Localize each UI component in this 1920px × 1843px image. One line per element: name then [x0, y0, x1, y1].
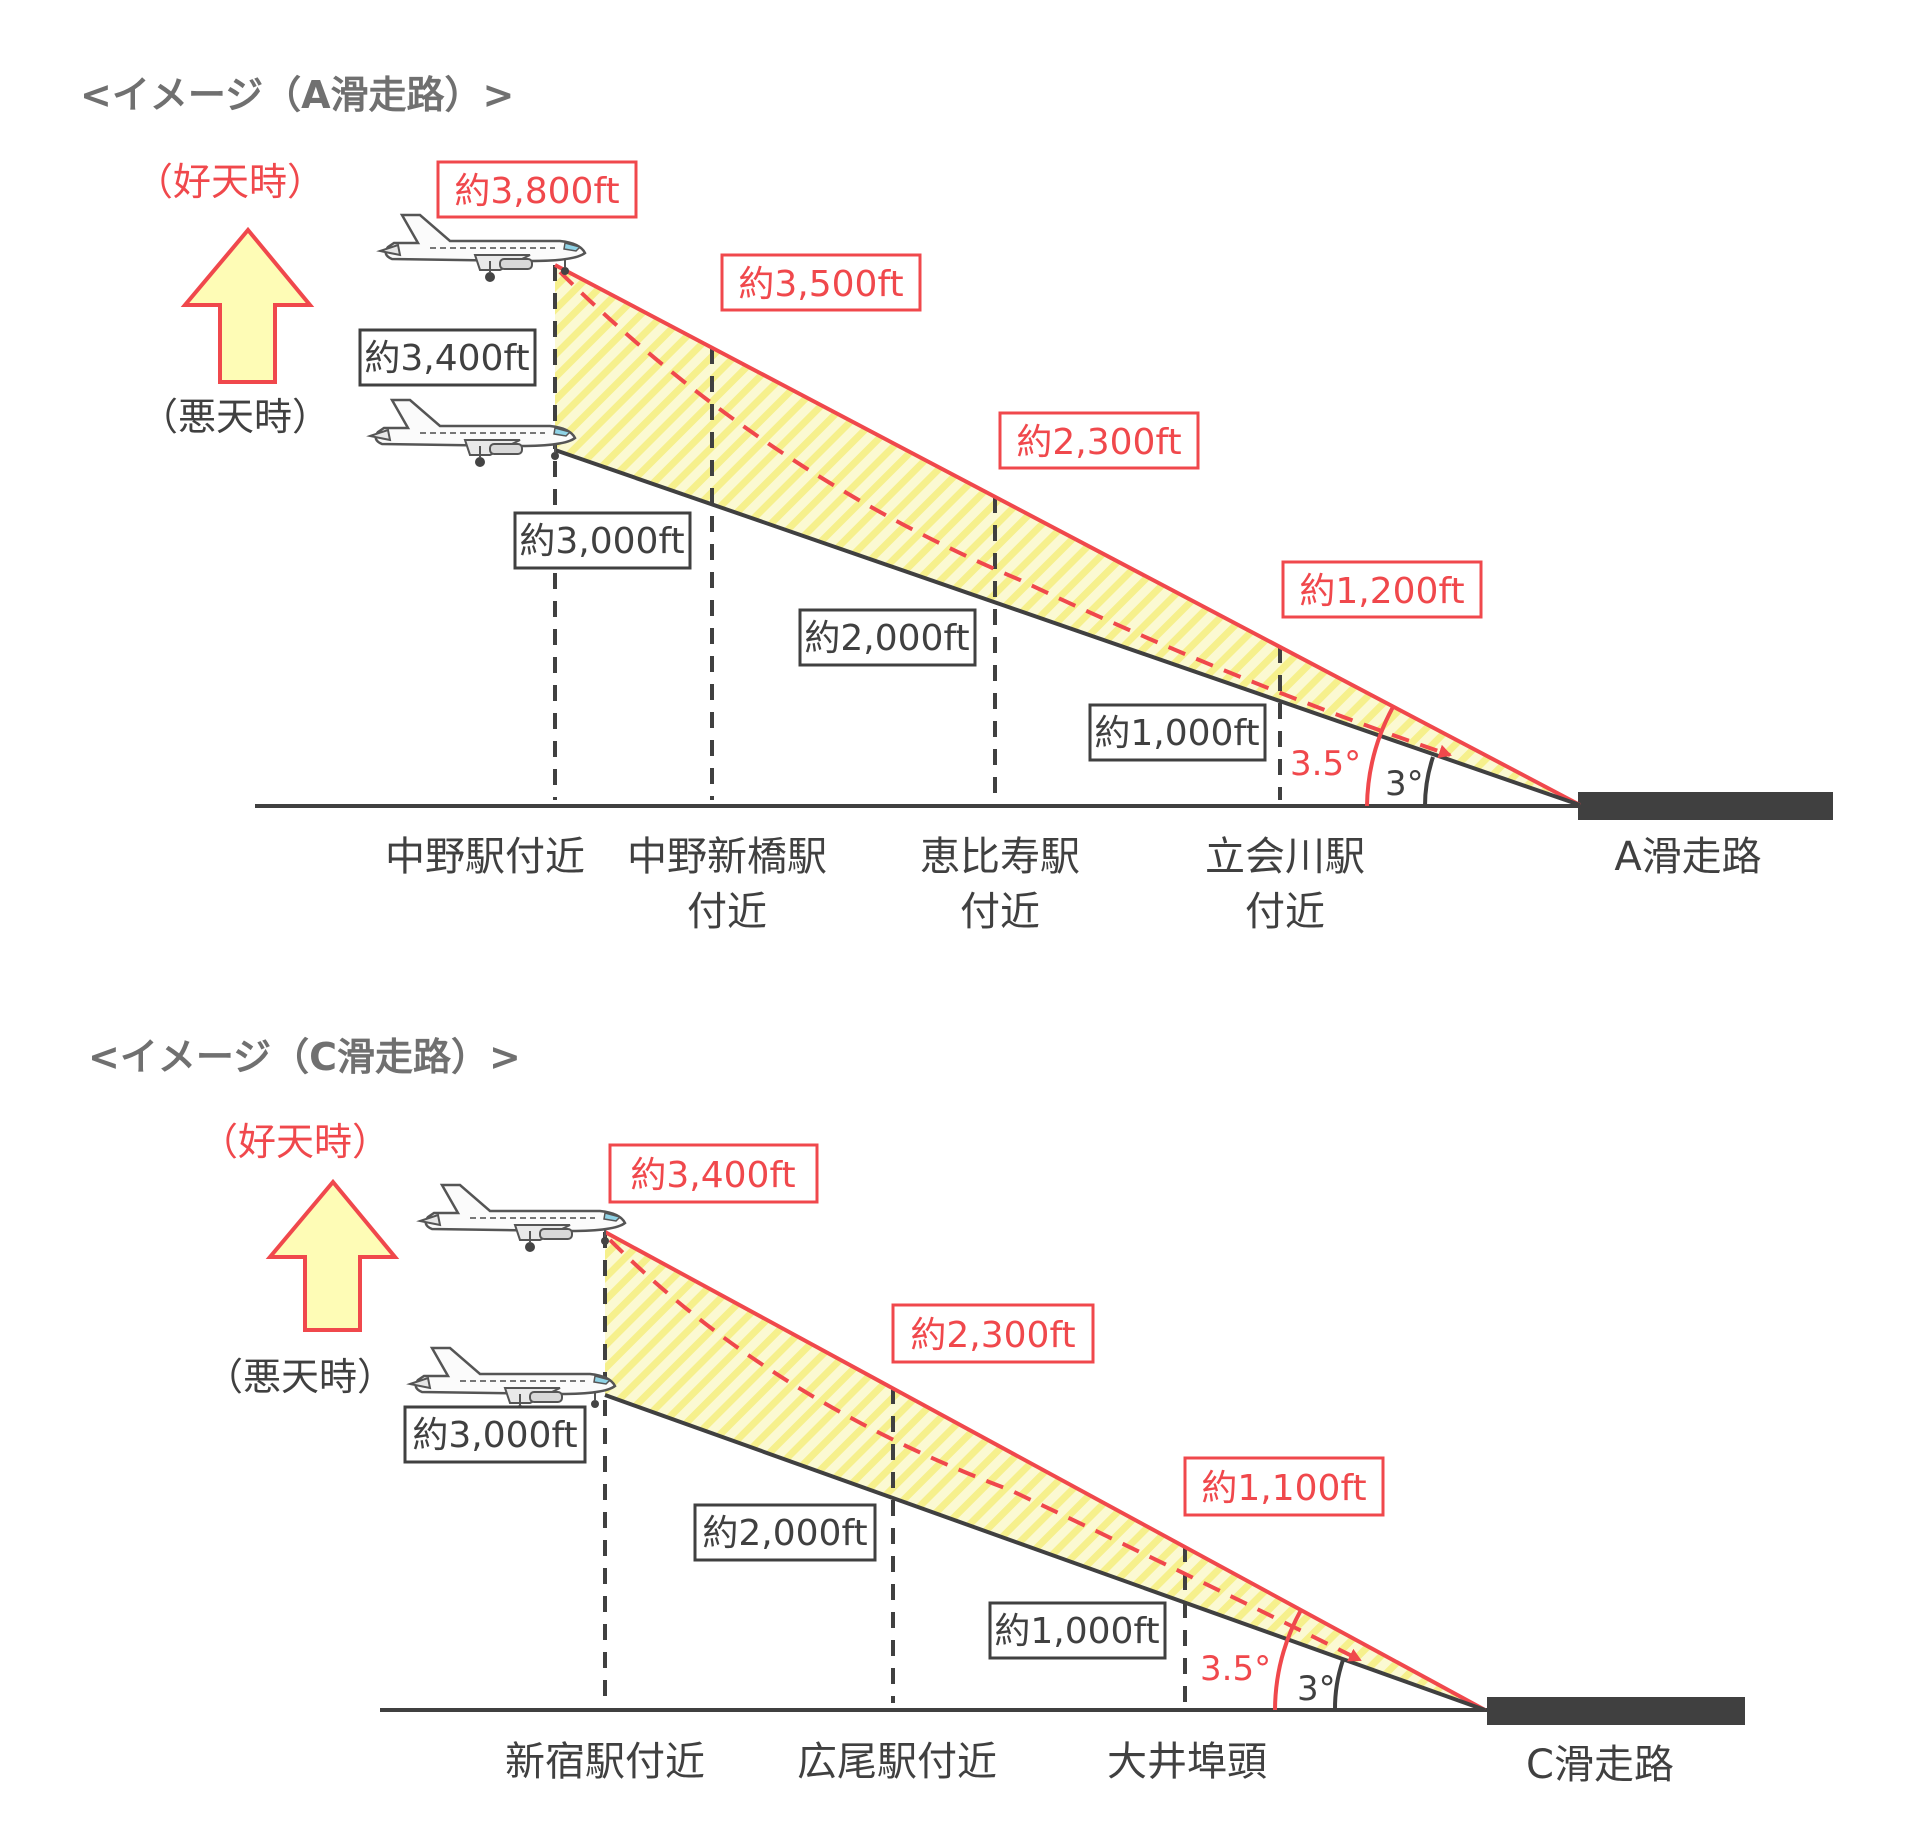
- diagram-c-bad-weather-path: [604, 1393, 1486, 1712]
- diagram-c-bad-weather-label: （悪天時）: [205, 1355, 395, 1399]
- svg-text:約1,000ft: 約1,000ft: [994, 1611, 1159, 1652]
- svg-text:約3,500ft: 約3,500ft: [738, 264, 903, 305]
- altitude-label-bad: 約3,000ft: [513, 511, 692, 570]
- svg-text:約2,000ft: 約2,000ft: [702, 1513, 867, 1554]
- diagram-a-up-arrow: [180, 226, 315, 384]
- diagram-a-bad-weather-path: [554, 448, 1581, 807]
- location-label: 中野新橋駅: [627, 834, 827, 880]
- svg-text:約1,200ft: 約1,200ft: [1299, 571, 1464, 612]
- location-label: 広尾駅付近: [797, 1739, 997, 1785]
- airplane-icon: [408, 1346, 617, 1417]
- airplane-icon: [418, 1183, 627, 1254]
- location-label: 付近: [687, 889, 767, 935]
- diagram-a-angle-arc-good: [1365, 706, 1395, 807]
- altitude-label-good: 約3,500ft: [720, 253, 922, 312]
- altitude-label-bad: 約2,000ft: [798, 608, 977, 667]
- diagram-c-good-weather-path: [604, 1230, 1486, 1712]
- diagram-c-angle-arc-good: [1273, 1609, 1303, 1711]
- diagram-a-good-angle-label: 3.5°: [1290, 744, 1361, 784]
- altitude-label-good: 約2,300ft: [998, 411, 1200, 470]
- diagram-c-good-weather-label: （好天時）: [200, 1120, 390, 1164]
- diagram-a-bad-angle-label: 3°: [1385, 764, 1424, 804]
- altitude-label-good: 約2,300ft: [891, 1303, 1095, 1364]
- svg-text:約3,400ft: 約3,400ft: [364, 338, 529, 379]
- altitude-label-bad: 約1,000ft: [988, 1601, 1167, 1660]
- location-label: 大井埠頭: [1107, 1739, 1267, 1785]
- diagram-c-up-arrow: [265, 1178, 400, 1332]
- altitude-label-bad: 約1,000ft: [1088, 703, 1267, 762]
- altitude-label-good: 約3,400ft: [608, 1143, 819, 1204]
- diagram-c-good-angle-label: 3.5°: [1200, 1649, 1271, 1689]
- svg-text:約3,000ft: 約3,000ft: [412, 1415, 577, 1456]
- diagram-c-angle-arc-bad: [1332, 1659, 1345, 1711]
- diagram-a-runway: [1578, 792, 1833, 820]
- diagram-c: <イメージ（C滑走路）> C滑走路 3.5° 3° （好天時） （悪天時） 約3…: [88, 1035, 1745, 1788]
- altitude-label-good: 約3,800ft: [436, 160, 638, 219]
- location-label: 付近: [960, 889, 1040, 935]
- altitude-label-bad: 約2,000ft: [693, 1503, 877, 1562]
- location-label: 立会川駅: [1205, 834, 1365, 880]
- location-label: 付近: [1245, 889, 1325, 935]
- location-label: 新宿駅付近: [505, 1739, 705, 1785]
- diagram-a-angle-arc-bad: [1423, 756, 1435, 807]
- diagram-a: <イメージ（A滑走路）> A滑走路 3.5° 3° （好天時） （悪天時） 約: [80, 73, 1833, 935]
- altitude-label-good: 約1,100ft: [1183, 1456, 1385, 1517]
- diagram-c-runway: [1487, 1697, 1745, 1725]
- altitude-label-bad: 約3,400ft: [358, 328, 537, 387]
- diagram-a-path-shift-arrow: [558, 270, 1452, 759]
- location-label: 中野駅付近: [385, 834, 585, 880]
- diagram-a-bad-weather-label: （悪天時）: [140, 395, 330, 439]
- svg-text:約2,300ft: 約2,300ft: [910, 1315, 1075, 1356]
- svg-text:約2,000ft: 約2,000ft: [804, 618, 969, 659]
- diagram-c-title: <イメージ（C滑走路）>: [88, 1035, 521, 1079]
- svg-text:約2,300ft: 約2,300ft: [1016, 422, 1181, 463]
- svg-text:約3,400ft: 約3,400ft: [630, 1155, 795, 1196]
- diagram-a-good-weather-label: （好天時）: [135, 160, 325, 204]
- diagram-c-bad-angle-label: 3°: [1297, 1669, 1336, 1709]
- altitude-label-good: 約1,200ft: [1281, 560, 1483, 619]
- diagram-a-title: <イメージ（A滑走路）>: [80, 73, 514, 117]
- svg-text:約3,800ft: 約3,800ft: [454, 171, 619, 212]
- diagram-a-runway-label: A滑走路: [1614, 834, 1761, 880]
- location-label: 恵比寿駅: [920, 834, 1080, 880]
- airplane-icon: [368, 398, 577, 469]
- svg-text:約1,100ft: 約1,100ft: [1201, 1468, 1366, 1509]
- diagram-c-runway-label: C滑走路: [1526, 1742, 1674, 1788]
- diagram-a-good-weather-path: [554, 263, 1581, 807]
- svg-text:約3,000ft: 約3,000ft: [519, 521, 684, 562]
- altitude-label-bad: 約3,000ft: [403, 1405, 587, 1464]
- svg-text:約1,000ft: 約1,000ft: [1094, 713, 1259, 754]
